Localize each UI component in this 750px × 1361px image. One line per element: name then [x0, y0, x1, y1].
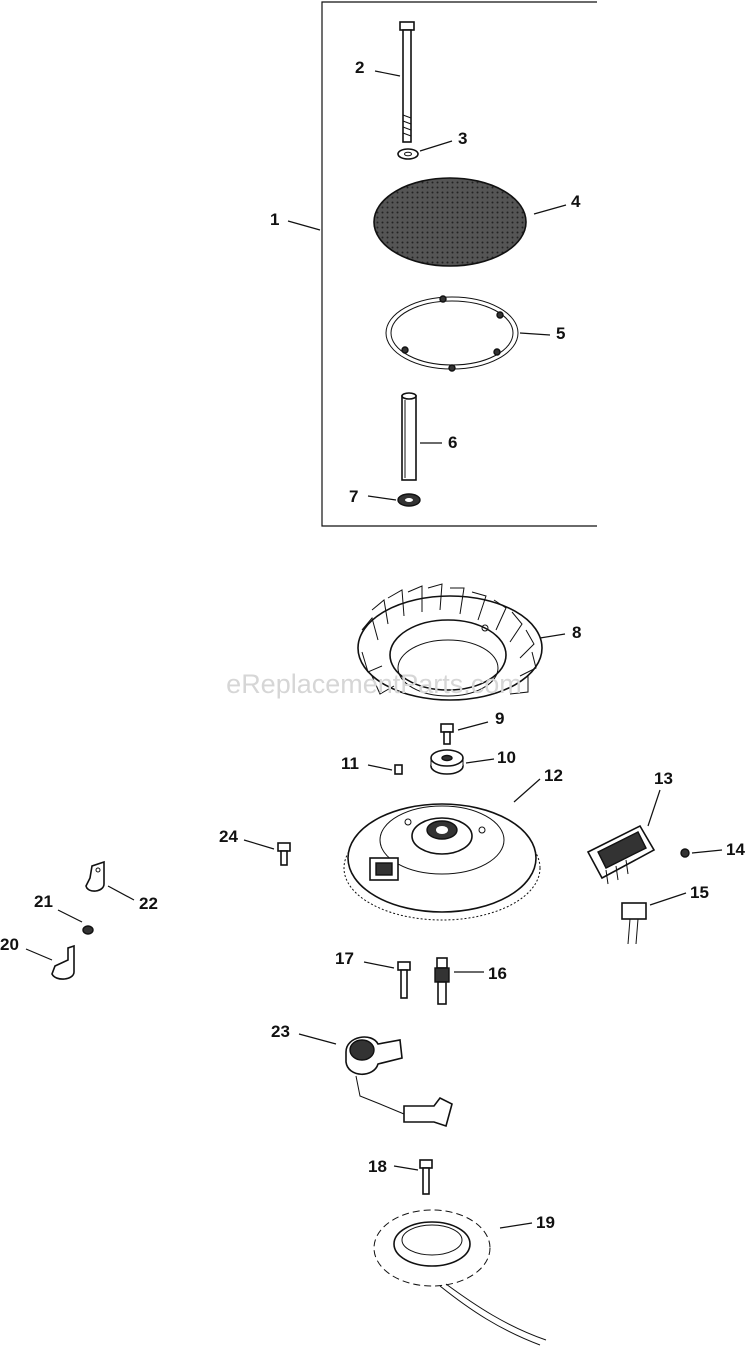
part-3-washer [397, 148, 419, 160]
callout-18: 18 [368, 1157, 387, 1176]
callout-14: 14 [726, 840, 745, 859]
callout-1: 1 [270, 210, 279, 229]
part-8-fan [357, 583, 543, 701]
kit-bracket [321, 1, 597, 527]
part-20-clamp [51, 944, 75, 980]
part-7-washer [397, 493, 421, 507]
callout-20: 20 [0, 935, 19, 954]
callout-23: 23 [271, 1022, 290, 1041]
callout-8: 8 [572, 623, 581, 642]
part-14-screw [680, 848, 690, 858]
leader-lines [25, 70, 723, 1229]
part-10-spacer [430, 749, 464, 775]
callout-21: 21 [34, 892, 53, 911]
callout-13: 13 [654, 769, 673, 788]
callout-3: 3 [458, 129, 467, 148]
callout-7: 7 [349, 487, 358, 506]
callout-17: 17 [335, 949, 354, 968]
callout-22: 22 [139, 894, 158, 913]
part-6-spacer [401, 392, 417, 481]
callout-12: 12 [544, 766, 563, 785]
callout-2: 2 [355, 58, 364, 77]
part-4-screen [373, 177, 527, 267]
part-22-clamp [85, 860, 105, 892]
watermark-text: eReplacementParts.com [226, 669, 522, 699]
part-17-screw [397, 961, 411, 999]
callout-16: 16 [488, 964, 507, 983]
part-9-screw [440, 723, 454, 745]
part-5-retainer [385, 295, 519, 372]
callout-11: 11 [341, 754, 359, 773]
callout-4: 4 [571, 192, 581, 211]
part-12-flywheel [343, 803, 541, 921]
callout-5: 5 [556, 324, 565, 343]
callout-24: 24 [219, 827, 238, 846]
callout-15: 15 [690, 883, 709, 902]
part-2-bolt [399, 21, 415, 143]
callout-labels: 1 2 3 4 5 6 7 8 9 10 11 12 13 14 15 16 1… [0, 58, 745, 1232]
part-19-stator [373, 1209, 547, 1346]
callout-19: 19 [536, 1213, 555, 1232]
part-15-connector [621, 902, 647, 945]
callout-9: 9 [495, 709, 504, 728]
part-18-screw [419, 1159, 433, 1195]
callout-6: 6 [448, 433, 457, 452]
part-13-rectifier [586, 824, 656, 885]
part-23-ignition-module [345, 1036, 453, 1128]
callout-10: 10 [497, 748, 516, 767]
part-11-key [394, 764, 403, 775]
part-24-screw [277, 842, 291, 866]
part-16-spark-plug [434, 957, 450, 1005]
part-21-nut [82, 925, 94, 935]
